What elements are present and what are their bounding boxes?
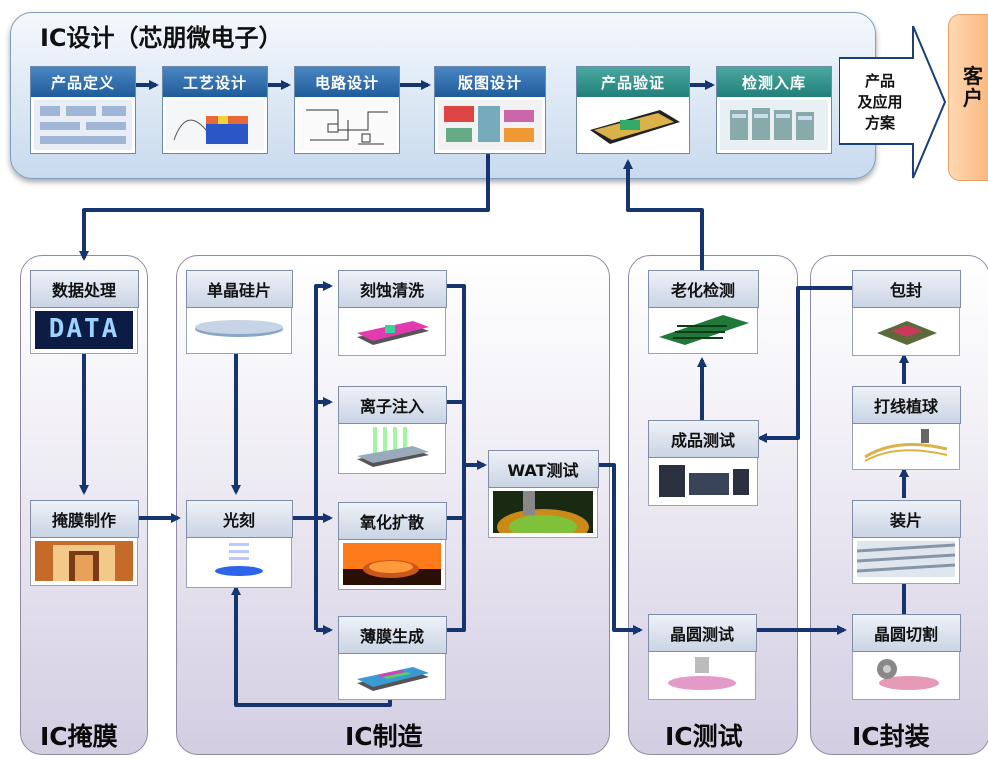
node-label: 装片 xyxy=(851,499,961,538)
wafer-image xyxy=(191,311,287,349)
process-design-image xyxy=(166,100,264,150)
oxidation-image xyxy=(343,543,441,585)
wafer-dicing-image xyxy=(857,655,955,695)
mask-making-image xyxy=(35,541,133,581)
node-wafer-dicing[interactable]: 晶圆切割 xyxy=(851,613,961,700)
product-solution-label: 产品 及应用 方案 xyxy=(857,72,903,132)
design-step-product-verification[interactable]: 产品验证 xyxy=(576,66,690,154)
node-label: 成品测试 xyxy=(647,419,759,458)
node-label: 掩膜制作 xyxy=(29,499,139,538)
node-wat-test[interactable]: WAT测试 xyxy=(487,449,599,538)
node-label: 薄膜生成 xyxy=(337,615,447,654)
node-wafer[interactable]: 单晶硅片 xyxy=(185,269,293,354)
die-attach-image xyxy=(857,541,955,579)
lithography-image xyxy=(191,541,287,583)
node-mask-making[interactable]: 掩膜制作 xyxy=(29,499,139,586)
node-final-test[interactable]: 成品测试 xyxy=(647,419,759,506)
ion-implant-image xyxy=(343,427,441,469)
layout-design-image xyxy=(438,100,542,150)
customer-label: 客户 xyxy=(963,64,983,110)
ic-design-title: IC设计（芯朋微电子） xyxy=(40,24,283,52)
design-step-inspection-storage[interactable]: 检测入库 xyxy=(716,66,832,154)
node-wire-bond[interactable]: 打线植球 xyxy=(851,385,961,470)
burn-in-image xyxy=(653,311,753,349)
node-label: 老化检测 xyxy=(647,269,759,308)
node-packaging[interactable]: 包封 xyxy=(851,269,961,356)
data-image: DATA xyxy=(35,311,133,349)
final-test-image xyxy=(653,461,753,501)
node-thin-film[interactable]: 薄膜生成 xyxy=(337,615,447,700)
design-step-process-design[interactable]: 工艺设计 xyxy=(162,66,268,154)
inspection-storage-image xyxy=(720,100,828,150)
product-solution-arrow: 产品 及应用 方案 xyxy=(838,25,947,186)
node-etch-clean[interactable]: 刻蚀清洗 xyxy=(337,269,447,356)
node-data-processing[interactable]: 数据处理 DATA xyxy=(29,269,139,354)
node-ion-implant[interactable]: 离子注入 xyxy=(337,385,447,474)
wafer-test-image xyxy=(653,655,751,695)
design-step-label: 检测入库 xyxy=(717,67,831,97)
design-step-circuit-design[interactable]: 电路设计 xyxy=(294,66,400,154)
node-label: 打线植球 xyxy=(851,385,961,424)
design-step-label: 产品验证 xyxy=(577,67,689,97)
etch-clean-image xyxy=(343,311,441,351)
design-step-product-definition[interactable]: 产品定义 xyxy=(30,66,136,154)
section-label-package: IC封装 xyxy=(852,722,930,751)
thin-film-image xyxy=(343,657,441,695)
product-verification-image xyxy=(580,100,686,150)
node-label: 晶圆切割 xyxy=(851,613,961,652)
node-oxidation-diffusion[interactable]: 氧化扩散 xyxy=(337,501,447,590)
node-label: 晶圆测试 xyxy=(647,613,757,652)
wat-test-image xyxy=(493,491,593,533)
node-label: 刻蚀清洗 xyxy=(337,269,447,308)
design-step-label: 电路设计 xyxy=(295,67,399,97)
design-step-label: 产品定义 xyxy=(31,67,135,97)
node-label: 光刻 xyxy=(185,499,293,538)
design-step-label: 版图设计 xyxy=(435,67,545,97)
section-label-fab: IC制造 xyxy=(345,722,423,751)
packaging-image xyxy=(857,311,955,351)
node-label: 数据处理 xyxy=(29,269,139,308)
product-definition-image xyxy=(34,100,132,150)
customer-box: 客户 xyxy=(948,14,988,181)
node-label: WAT测试 xyxy=(487,449,599,488)
node-label: 氧化扩散 xyxy=(337,501,447,540)
node-burn-in[interactable]: 老化检测 xyxy=(647,269,759,354)
circuit-design-image xyxy=(298,100,396,150)
section-label-test: IC测试 xyxy=(665,722,743,751)
node-die-attach[interactable]: 装片 xyxy=(851,499,961,584)
node-label: 包封 xyxy=(851,269,961,308)
design-step-label: 工艺设计 xyxy=(163,67,267,97)
node-label: 离子注入 xyxy=(337,385,447,424)
data-image-text: DATA xyxy=(48,314,120,344)
node-wafer-test[interactable]: 晶圆测试 xyxy=(647,613,757,700)
wire-bond-image xyxy=(857,427,955,465)
design-step-layout-design[interactable]: 版图设计 xyxy=(434,66,546,154)
node-lithography[interactable]: 光刻 xyxy=(185,499,293,588)
section-label-mask: IC掩膜 xyxy=(40,722,118,751)
node-label: 单晶硅片 xyxy=(185,269,293,308)
